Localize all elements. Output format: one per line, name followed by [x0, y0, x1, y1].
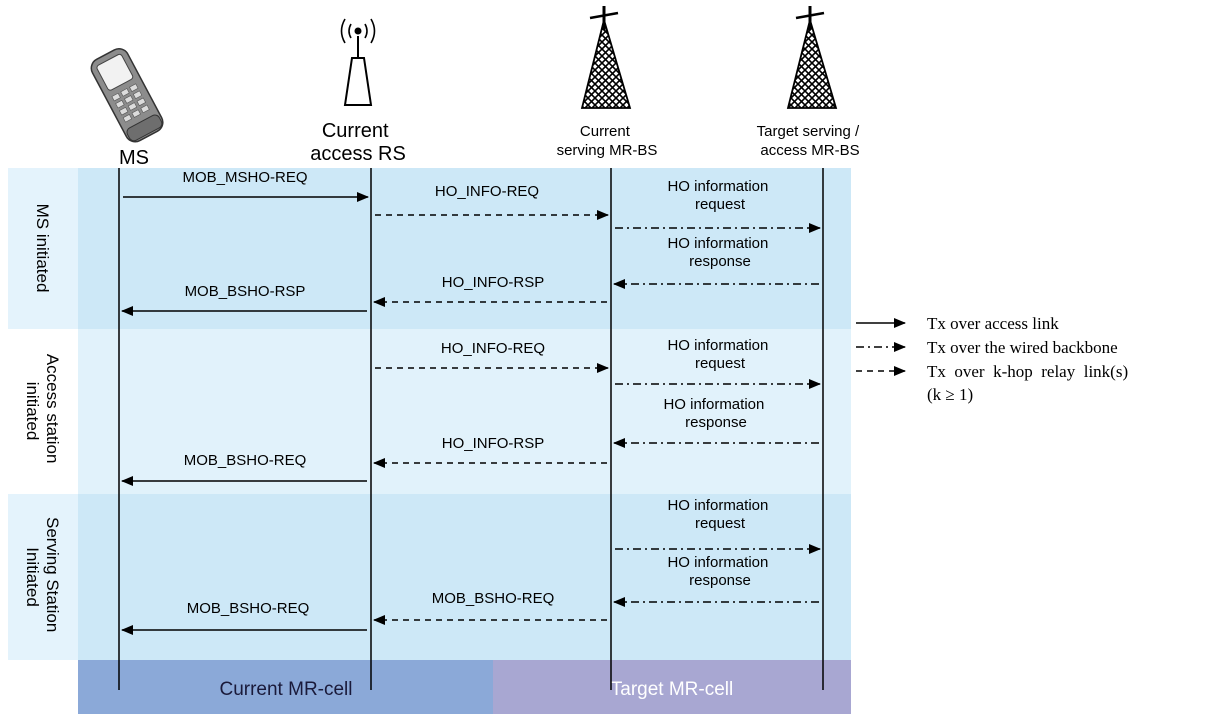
- legend-label-line: Tx over the wired backbone: [927, 338, 1118, 357]
- target-mr-cell-label: Target MR-cell: [611, 679, 733, 700]
- message-label: HO_INFO-REQ: [435, 183, 539, 200]
- message-label-line: HO information: [667, 178, 768, 195]
- message-label: HO information response: [663, 396, 768, 431]
- message-label: HO information request: [667, 497, 772, 532]
- phase-label-ms-initiated: MS initiated: [33, 204, 52, 293]
- phase-labels: MS initiated Access station initiated Se…: [23, 204, 62, 637]
- entity-label-target-bs: Target serving / access MR-BS: [757, 123, 864, 159]
- phase-label-line: MS initiated: [33, 204, 52, 293]
- phase-label-line: Serving Station: [43, 517, 62, 632]
- message-label: MOB_MSHO-REQ: [182, 169, 307, 186]
- entity-label-line: access MR-BS: [760, 142, 859, 159]
- legend-label-line: Tx over access link: [927, 314, 1059, 333]
- entity-label-line: Current: [322, 120, 389, 142]
- legend-label-relay: Tx over k-hop relay link(s) (k ≥ 1): [927, 362, 1158, 404]
- entity-label-ms: MS: [119, 147, 149, 169]
- message-labels: MOB_MSHO-REQ HO_INFO-REQ HO information …: [182, 169, 772, 617]
- message-label: MOB_BSHO-REQ: [184, 452, 307, 469]
- message-label-line: MOB_BSHO-REQ: [184, 452, 307, 469]
- legend-label-line: Tx over k-hop relay link(s): [927, 362, 1128, 381]
- entity-label-line: serving MR-BS: [557, 142, 658, 159]
- phase-backgrounds: [8, 168, 851, 660]
- phase-label-bg-1: [8, 329, 78, 494]
- message-label-line: MOB_BSHO-REQ: [432, 590, 555, 607]
- entity-label-line: Target serving /: [757, 123, 860, 140]
- message-label-line: HO_INFO-RSP: [442, 435, 545, 452]
- message-label-line: response: [689, 572, 751, 589]
- phase-label-bg-2: [8, 494, 78, 660]
- cell-bar: Current MR-cell Target MR-cell: [78, 660, 851, 714]
- message-label: MOB_BSHO-REQ: [187, 600, 310, 617]
- message-label-line: request: [695, 515, 746, 532]
- phase-label-bg-0: [8, 168, 78, 329]
- message-label: HO information response: [667, 554, 772, 589]
- message-label-line: HO information: [667, 337, 768, 354]
- legend-label-backbone: Tx over the wired backbone: [927, 338, 1118, 357]
- message-label: HO information request: [667, 178, 772, 213]
- current-mr-cell-band: [78, 660, 493, 714]
- message-label: MOB_BSHO-RSP: [185, 283, 306, 300]
- message-label: MOB_BSHO-REQ: [432, 590, 555, 607]
- tower-icon: [786, 6, 838, 109]
- message-label-line: HO information: [663, 396, 764, 413]
- message-label-line: HO information: [667, 554, 768, 571]
- message-label-line: HO information: [667, 235, 768, 252]
- entity-label-line: Current: [580, 123, 631, 140]
- message-label: HO information response: [667, 235, 772, 270]
- phase-label-access-station: Access station initiated: [23, 354, 62, 468]
- phase-label-line: Access station: [43, 354, 62, 464]
- message-label-line: HO_INFO-REQ: [435, 183, 539, 200]
- message-label-line: HO_INFO-REQ: [441, 340, 545, 357]
- current-mr-cell-label: Current MR-cell: [219, 679, 352, 700]
- target-mr-cell-band: [493, 660, 851, 714]
- message-label-line: HO information: [667, 497, 768, 514]
- tower-icon: [580, 6, 632, 109]
- entity-label-line: access RS: [310, 143, 406, 165]
- legend-label-access: Tx over access link: [927, 314, 1059, 333]
- message-label: HO_INFO-RSP: [442, 435, 545, 452]
- message-label-line: request: [695, 196, 746, 213]
- message-arrows: [121, 192, 821, 635]
- message-label-line: MOB_BSHO-REQ: [187, 600, 310, 617]
- message-label: HO_INFO-RSP: [442, 274, 545, 291]
- entity-label-line: MS: [119, 147, 149, 169]
- legend: Tx over access link Tx over the wired ba…: [856, 314, 1158, 404]
- message-label-line: request: [695, 355, 746, 372]
- phase-bg-access-station: [8, 329, 851, 494]
- phase-label-line: initiated: [23, 382, 42, 441]
- message-label: HO information request: [667, 337, 772, 372]
- message-label-line: response: [689, 253, 751, 270]
- phase-bg-serving-station: [8, 494, 851, 660]
- entity-labels: MS Current access RS Current serving MR-…: [119, 120, 864, 169]
- message-label-line: response: [685, 414, 747, 431]
- message-label-line: HO_INFO-RSP: [442, 274, 545, 291]
- message-label: HO_INFO-REQ: [441, 340, 545, 357]
- message-label-line: MOB_BSHO-RSP: [185, 283, 306, 300]
- relay-antenna-icon: [340, 18, 376, 106]
- message-label-line: MOB_MSHO-REQ: [182, 169, 307, 186]
- legend-label-line: (k ≥ 1): [927, 385, 973, 404]
- phase-label-line: Initiated: [23, 547, 42, 607]
- phase-label-serving-station: Serving Station Initiated: [23, 517, 62, 637]
- entity-label-current-bs: Current serving MR-BS: [557, 123, 658, 159]
- entity-label-current-rs: Current access RS: [310, 120, 406, 165]
- lifelines: [118, 168, 824, 690]
- mobile-phone-icon: [90, 48, 164, 143]
